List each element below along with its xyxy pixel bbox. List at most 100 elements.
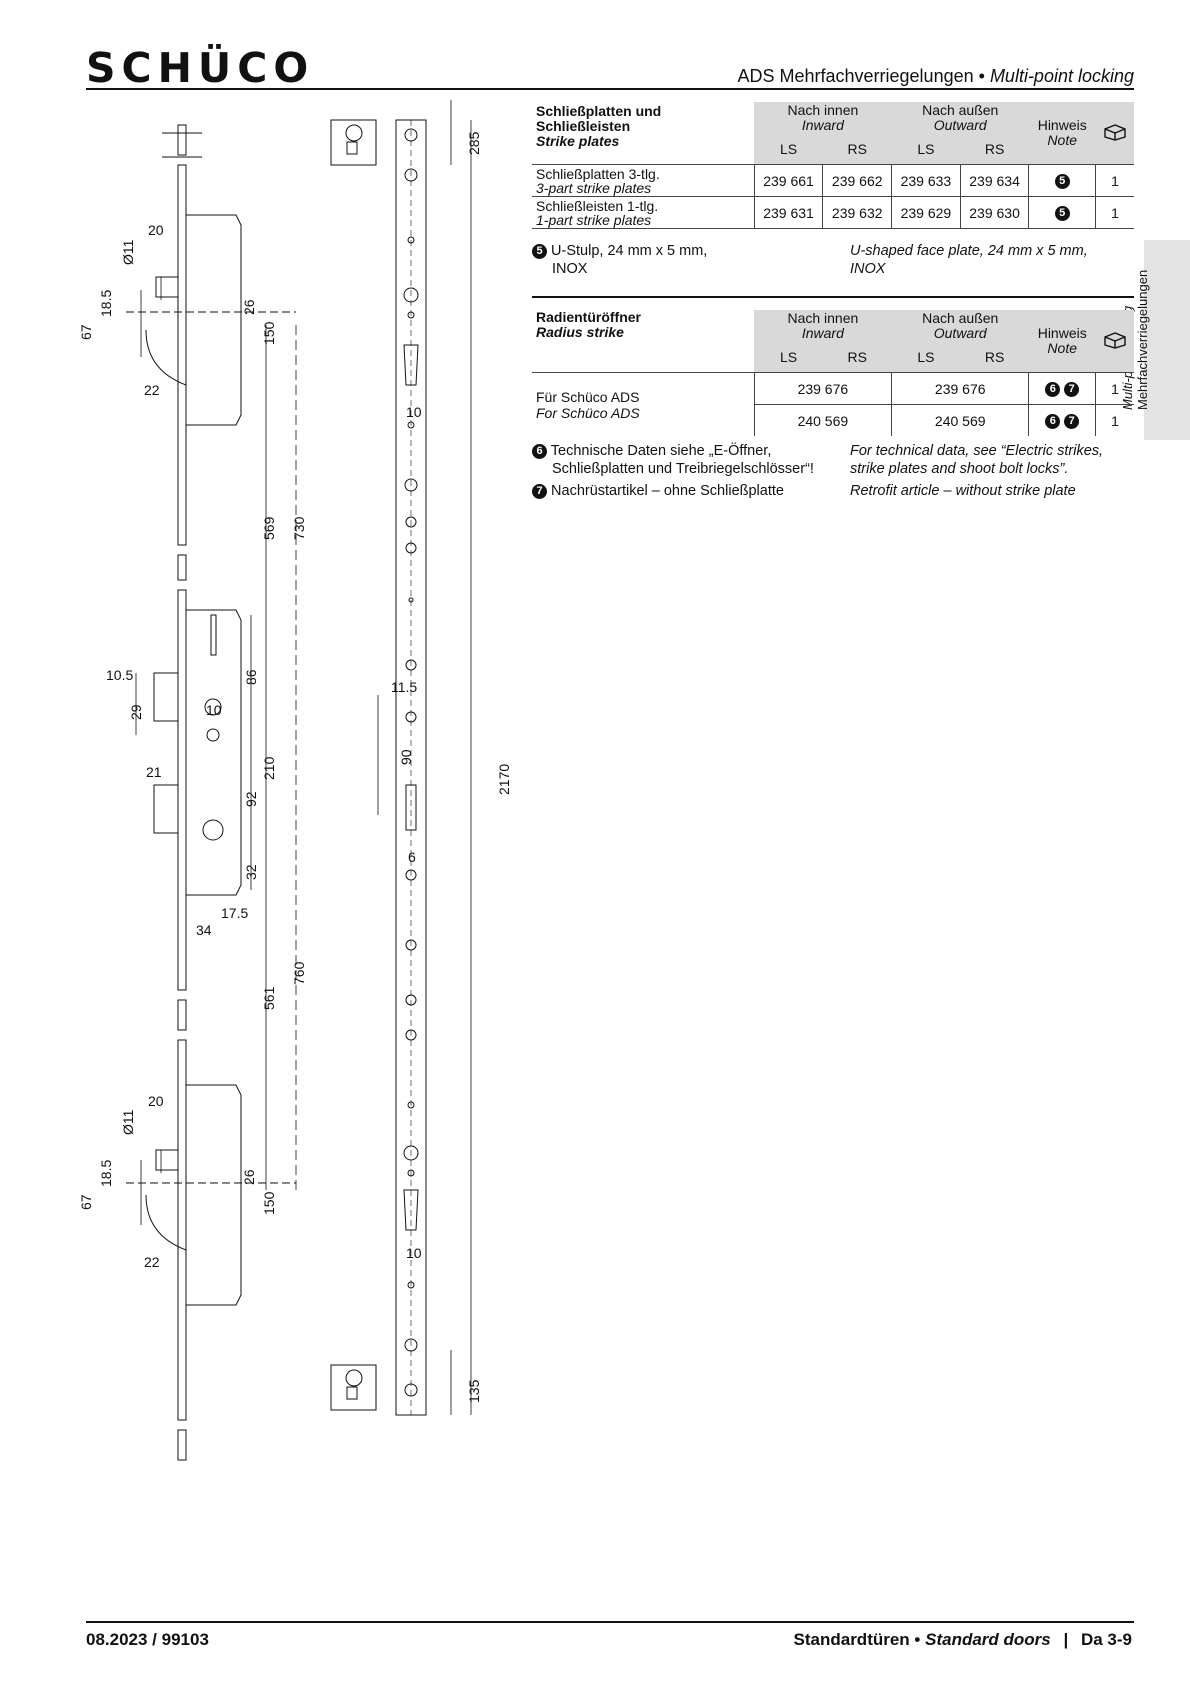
header-title: ADS Mehrfachverriegelungen • Multi-point…	[737, 66, 1134, 87]
dim-17-5: 17.5	[221, 905, 248, 921]
cell-outward: 240 569	[891, 404, 1029, 436]
dim-150-top: 150	[261, 321, 277, 345]
cell-out-rs: 239 634	[959, 164, 1029, 197]
footnote-6-de-1: Technische Daten siehe „E-Öffner,	[550, 443, 772, 459]
radius-heading-de: Radientüröffner	[536, 309, 641, 325]
footnote-5-badge: 5	[532, 243, 547, 259]
radius-row-de: Für Schüco ADS	[536, 388, 640, 405]
footnote-7-de: 7 Nachrüstartikel – ohne Schließplatte	[532, 482, 842, 500]
strike-inward-en: Inward	[801, 116, 844, 133]
radius-inward-header: Nach innen Inward	[754, 309, 892, 341]
footer-rule	[86, 1621, 1134, 1623]
dim-21: 21	[146, 764, 162, 780]
strike-heading-de-2: Schließleisten	[536, 118, 631, 134]
dim-2170: 2170	[496, 764, 512, 795]
lock-side-view	[126, 124, 296, 1461]
package-icon	[1095, 102, 1134, 165]
footnote-7-badge: 7	[532, 483, 547, 499]
cell-inward: 240 569	[753, 404, 892, 436]
dimension-lines-right	[377, 100, 472, 1415]
dim-22-top: 22	[144, 382, 160, 398]
radius-note-en: Note	[1047, 340, 1077, 356]
strike-plates-table: Schließplatten und Schließleisten Strike…	[532, 102, 1134, 229]
dim-561: 561	[261, 986, 277, 1010]
footer-section-de: Standardtüren	[793, 1630, 910, 1649]
radius-rs-in: RS	[822, 341, 892, 373]
footnote-5-en-2: INOX	[850, 261, 886, 277]
dim-285: 285	[466, 131, 482, 155]
header-title-en: Multi-point locking	[989, 66, 1134, 86]
strike-rs-in: RS	[822, 133, 892, 165]
dim-760: 760	[291, 961, 307, 985]
table-row: Schließplatten 3-tlg.3-part strike plate…	[532, 164, 1134, 197]
row-label-de: Schließplatten 3-tlg.	[536, 165, 660, 182]
strike-note-de: Hinweis	[1037, 117, 1087, 133]
header-title-sep: •	[973, 66, 990, 86]
radius-outward-en: Outward	[933, 324, 987, 341]
footnote-5-en: U-shaped face plate, 24 mm x 5 mm, INOX	[850, 242, 1134, 278]
rail-front-view	[330, 119, 427, 1416]
note-badge: 7	[1064, 381, 1080, 397]
footnote-6-badge: 6	[532, 443, 547, 459]
note-badge: 5	[1054, 173, 1070, 189]
footer-section-sep: •	[909, 1630, 926, 1649]
radius-ls-in: LS	[754, 341, 823, 373]
footnote-6-de-2: Schließplatten und Treibriegelschlösser“…	[552, 461, 814, 477]
dim-210: 210	[261, 756, 277, 780]
dim-10-mid: 10	[206, 702, 222, 718]
cell-qty: 1	[1095, 196, 1134, 229]
page-number: Da 3-9	[1080, 1630, 1132, 1649]
note-badge: 6	[1045, 381, 1061, 397]
strike-note-en: Note	[1047, 132, 1077, 148]
section-rule	[532, 296, 1134, 298]
dim-32: 32	[243, 864, 259, 880]
side-tab-de: Mehrfachverriegelungen	[1135, 269, 1150, 410]
radius-strike-table: Radientüröffner Radius strike Nach innen…	[532, 310, 1134, 436]
header-rule	[86, 88, 1134, 90]
strike-heading-de-1: Schließplatten und	[536, 103, 662, 119]
row-label-en: 3-part strike plates	[536, 179, 652, 196]
dim-o11-bottom: Ø11	[120, 1109, 136, 1135]
footnote-6-en-1: For technical data, see “Electric strike…	[850, 443, 1104, 459]
radius-heading-en: Radius strike	[536, 324, 624, 340]
dim-730: 730	[291, 516, 307, 540]
footnote-6-de: 6 Technische Daten siehe „E-Öffner, Schl…	[532, 442, 842, 478]
strike-outward-de: Nach außen	[922, 101, 999, 118]
table-row: Schließleisten 1-tlg.1-part strike plate…	[532, 196, 1134, 229]
radius-rs-out: RS	[960, 341, 1029, 373]
side-tab: Multi-point locking Mehrfachverriegelung…	[1120, 240, 1190, 440]
note-badge: 6	[1045, 413, 1061, 429]
row-label-en: 1-part strike plates	[536, 211, 652, 228]
dim-20-top: 20	[148, 222, 164, 238]
strike-note-header: Hinweis Note	[1028, 102, 1096, 165]
dim-67-bottom: 67	[78, 1194, 94, 1210]
dim-10-rail-top: 10	[406, 404, 422, 420]
strike-outward-header: Nach außen Outward	[891, 101, 1029, 133]
cell-out-ls: 239 633	[891, 164, 961, 197]
cell-qty: 1	[1095, 372, 1134, 405]
dim-29: 29	[128, 704, 144, 720]
dim-34: 34	[196, 922, 212, 938]
note-badge: 7	[1064, 413, 1080, 429]
dim-10-5: 10.5	[106, 667, 133, 683]
dim-26-bottom: 26	[241, 1169, 257, 1185]
radius-row-label: Für Schüco ADS For Schüco ADS	[532, 372, 755, 436]
strike-rs-out: RS	[960, 133, 1029, 165]
radius-outward-de: Nach außen	[922, 309, 999, 326]
dim-92: 92	[243, 791, 259, 807]
footnote-5-en-1: U-shaped face plate, 24 mm x 5 mm,	[850, 243, 1088, 259]
dim-22-bottom: 22	[144, 1254, 160, 1270]
note-badge: 5	[1054, 205, 1070, 221]
strike-table-heading: Schließplatten und Schließleisten Strike…	[532, 102, 754, 165]
cell-outward: 239 676	[891, 372, 1029, 405]
strike-inward-de: Nach innen	[787, 101, 859, 118]
radius-note-header: Hinweis Note	[1028, 310, 1096, 373]
cell-in-ls: 239 631	[753, 196, 823, 229]
radius-inward-de: Nach innen	[787, 309, 859, 326]
cell-in-rs: 239 662	[822, 164, 892, 197]
strike-inward-header: Nach innen Inward	[754, 101, 892, 133]
footer-section: Standardtüren • Standard doors | Da 3-9	[794, 1630, 1132, 1650]
row-label-de: Schließleisten 1-tlg.	[536, 197, 659, 214]
radius-note-de: Hinweis	[1037, 325, 1087, 341]
dim-67-top: 67	[78, 324, 94, 340]
